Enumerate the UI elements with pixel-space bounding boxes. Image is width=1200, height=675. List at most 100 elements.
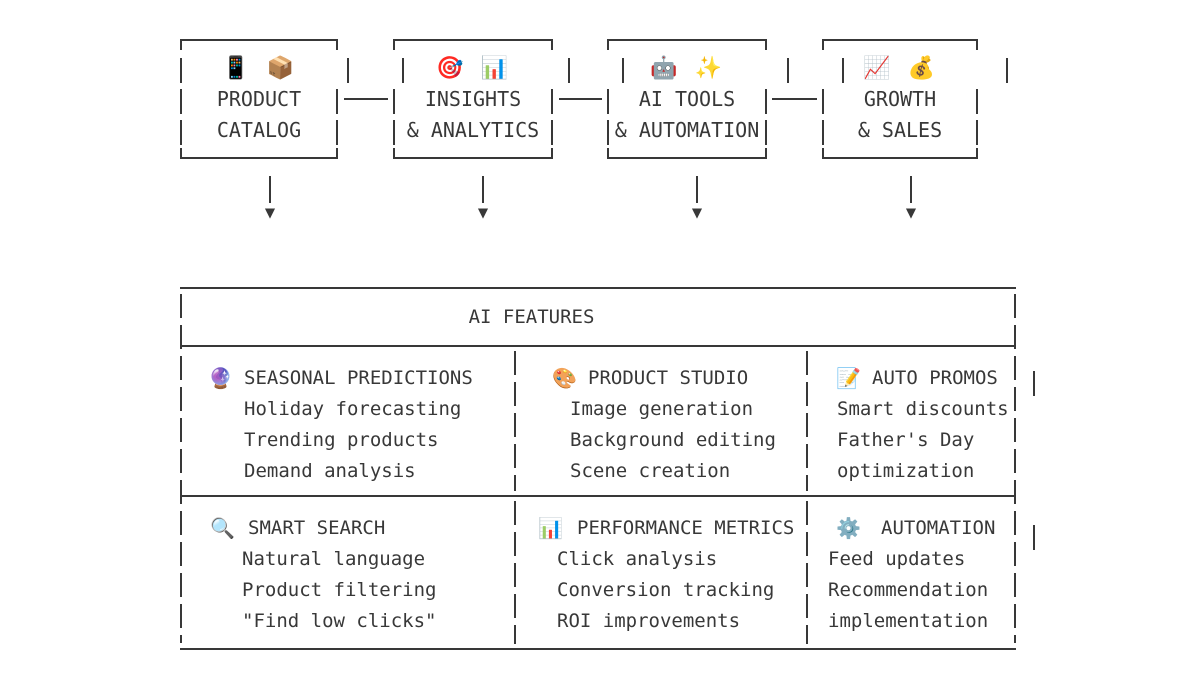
box-side-tick [976,89,978,114]
feature-item: Holiday forecasting [244,398,462,420]
feature-heading-row: ⚙️ AUTOMATION [806,513,1016,544]
box-corner [822,41,824,50]
box-side-tick [607,120,609,145]
arrow-stem [269,176,271,203]
feature-heading-row: 📊PERFORMANCE METRICS [514,513,806,544]
arrow-head-icon: ▼ [691,203,703,223]
box-corner [765,148,767,157]
flow-box-product-catalog: 📱 📦 PRODUCT CATALOG [180,39,349,159]
down-arrow-icon: ▼ [260,176,280,223]
gear-icon: ⚙️ [836,516,861,540]
arrow-stem [482,176,484,203]
box-side-tick [180,120,182,145]
box-corner [607,148,609,157]
box-corner [822,148,824,157]
box-side-tick [336,89,338,114]
robot-and-sparkles-icons: 🤖 ✨ [649,55,725,81]
box-corner [336,148,338,157]
feature-item: Click analysis [557,548,718,570]
feature-item: Feed updates [828,548,966,570]
box-side-tick [1006,58,1008,83]
mobile-phone-and-package-icons: 📱 📦 [221,55,297,81]
flow-box-label: PRODUCT [216,86,302,111]
flow-box-label: AI TOOLS [638,86,736,111]
flow-box-label: CATALOG [216,117,302,142]
feature-item: Recommendation [828,579,989,601]
flow-box-growth-sales: 📈 💰 GROWTH & SALES [822,39,1008,159]
feature-item: ROI improvements [557,610,741,632]
box-corner [976,41,978,50]
feature-heading: PERFORMANCE METRICS [577,517,795,539]
feature-heading: SMART SEARCH [248,517,386,539]
arrow-head-icon: ▼ [477,203,489,223]
box-side-tick [336,120,338,145]
feature-row: 🔍 SMART SEARCH Natural language Product f… [180,497,1016,648]
flow-box-label: & ANALYTICS [406,117,540,142]
panel-header: AI FEATURES [180,289,1016,347]
feature-heading: SEASONAL PREDICTIONS [244,367,473,389]
chart-increasing-and-money-bag-icons: 📈 💰 [862,55,938,81]
box-side-tick [393,89,395,114]
box-corner [551,148,553,157]
feature-heading: AUTOMATION [881,517,996,539]
feature-item: Natural language [242,548,426,570]
feature-cell-auto-promos: 📝 AUTO PROMOS Smart discounts Father's Da… [806,351,1016,495]
magnifying-glass-icon: 🔍 [210,516,235,540]
flow-connector-line [772,98,817,100]
feature-item: Smart discounts [837,398,1009,420]
feature-heading: PRODUCT STUDIO [588,367,749,389]
box-side-tick [402,58,404,83]
box-corner [180,41,182,50]
box-side-tick [1033,371,1035,396]
feature-item: Background editing [570,429,776,451]
down-arrow-icon: ▼ [687,176,707,223]
box-side-tick [180,58,182,83]
feature-item: Conversion tracking [557,579,775,601]
box-corner [180,148,182,157]
crystal-ball-icon: 🔮 [208,366,233,390]
flow-box-label: GROWTH [863,86,937,111]
feature-item: Image generation [570,398,754,420]
panel-right-border [1014,294,1016,643]
artist-palette-icon: 🎨 [552,366,577,390]
feature-item: Product filtering [242,579,437,601]
flow-box-label: & SALES [857,117,943,142]
box-side-tick [607,89,609,114]
box-side-tick [393,120,395,145]
box-corner [765,41,767,50]
feature-cell-automation: ⚙️ AUTOMATION Feed updates Recommendation… [806,501,1016,648]
box-side-tick [787,58,789,83]
flow-connector-line [559,98,602,100]
feature-item: optimization [837,460,975,482]
feature-cell-seasonal-predictions: 🔮 SEASONAL PREDICTIONS Holiday forecastin… [180,363,514,495]
feature-item: Father's Day [837,429,975,451]
memo-pencil-icon: 📝 [836,366,861,390]
box-corner [551,41,553,50]
flow-box-ai-tools-automation: 🤖 ✨ AI TOOLS & AUTOMATION [607,39,789,159]
down-arrow-icon: ▼ [901,176,921,223]
box-corner [393,148,395,157]
box-side-tick [622,58,624,83]
feature-heading-row: 🔮 SEASONAL PREDICTIONS [180,363,514,394]
box-side-tick [347,58,349,83]
flow-connector-line [344,98,388,100]
box-corner [976,148,978,157]
feature-heading-row: 🎨 PRODUCT STUDIO [514,363,806,394]
panel-title: AI FEATURES [468,306,595,328]
box-corner [607,41,609,50]
down-arrow-icon: ▼ [473,176,493,223]
box-side-tick [765,89,767,114]
box-side-tick [551,89,553,114]
box-side-tick [842,58,844,83]
box-corner [336,41,338,50]
feature-cell-performance-metrics: 📊PERFORMANCE METRICS Click analysis Conv… [514,501,806,648]
feature-item: Demand analysis [244,460,416,482]
box-side-tick [822,120,824,145]
feature-cell-product-studio: 🎨 PRODUCT STUDIO Image generation Backgro… [514,351,806,495]
target-and-bar-chart-icons: 🎯 📊 [435,55,511,81]
box-side-tick [976,120,978,145]
feature-item: Trending products [244,429,439,451]
flow-box-insights-analytics: 🎯 📊 INSIGHTS & ANALYTICS [393,39,570,159]
box-side-tick [551,120,553,145]
feature-heading: AUTO PROMOS [872,367,998,389]
